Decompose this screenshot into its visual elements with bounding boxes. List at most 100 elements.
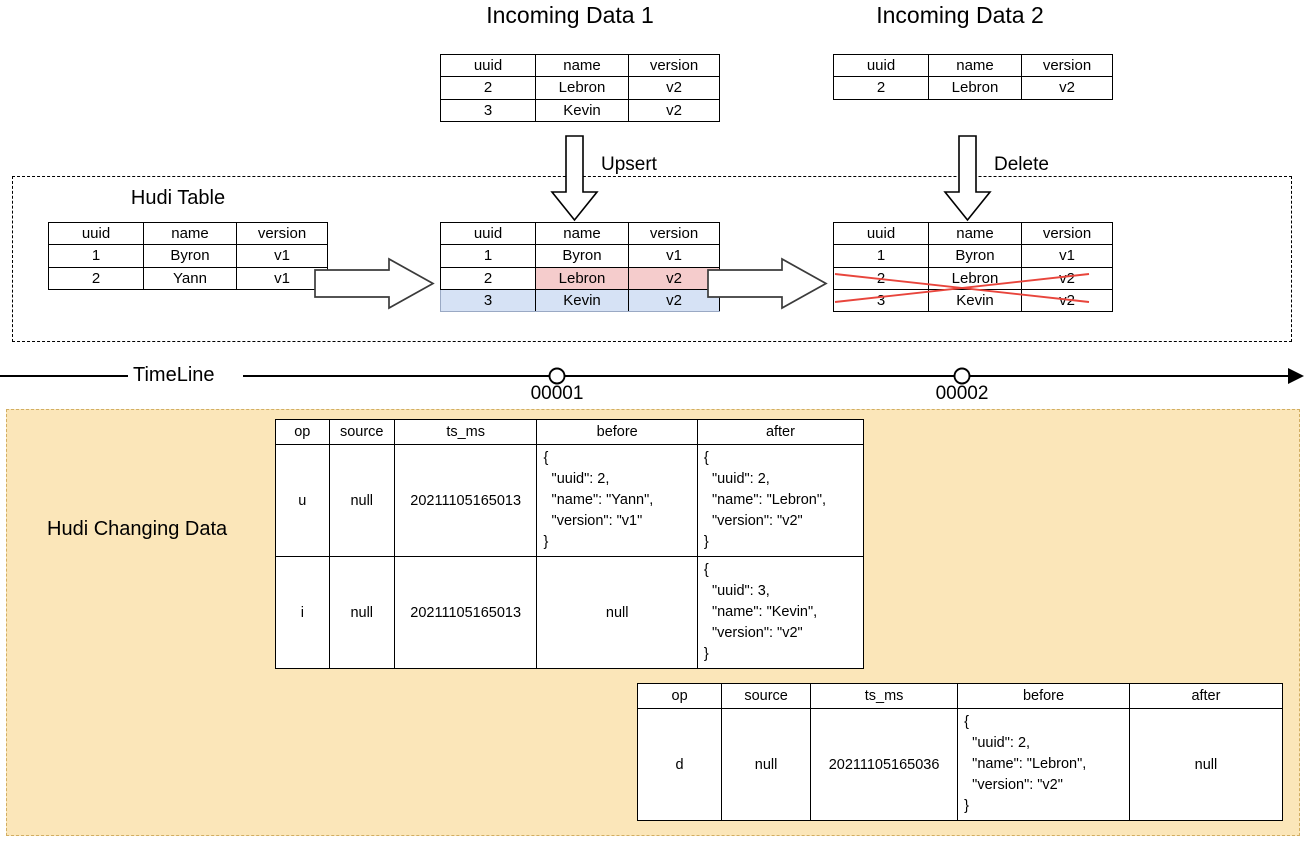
cell-ts-ms: 20211105165013	[393, 556, 538, 670]
cell-name: Kevin	[535, 98, 629, 122]
table-header-row: uuid name version	[833, 221, 1113, 246]
cell-op: i	[275, 556, 330, 670]
timeline-marker-label-00001: 00001	[530, 383, 584, 404]
timeline-label: TimeLine	[133, 364, 215, 386]
cell-uuid: 2	[48, 266, 144, 290]
cell-version: v2	[628, 288, 720, 313]
cell-uuid: 2	[833, 76, 929, 100]
cell-name: Kevin	[535, 288, 629, 313]
cdc-table-commit-00002: op source ts_ms before after d null 2021…	[636, 683, 1284, 822]
cell-after: null	[1128, 707, 1284, 822]
cell-name: Byron	[143, 244, 237, 268]
col-name: name	[928, 53, 1022, 78]
col-source: source	[328, 419, 395, 445]
cell-version: v2	[1021, 76, 1113, 100]
col-version: version	[1021, 53, 1113, 78]
col-uuid: uuid	[440, 221, 536, 246]
cell-name: Byron	[928, 244, 1022, 268]
cell-name: Lebron	[928, 76, 1022, 100]
cell-before: { "uuid": 2, "name": "Lebron", "version"…	[957, 707, 1130, 822]
transition-arrow-upsert	[314, 257, 435, 310]
deleted-row-cross-icon	[834, 273, 1090, 303]
cell-uuid: 1	[833, 244, 929, 268]
cell-uuid: 3	[440, 288, 536, 313]
cell-version: v2	[628, 76, 720, 100]
table-row: 2 Yann v1	[48, 266, 328, 290]
cell-before: null	[536, 556, 698, 670]
hudi-table-after-upsert: uuid name version 1 Byron v1 2 Lebron v2…	[440, 221, 720, 313]
cell-version: v2	[628, 266, 720, 290]
cell-uuid: 1	[440, 244, 536, 268]
table-row: 1 Byron v1	[833, 244, 1113, 268]
cell-name: Kevin	[928, 288, 1022, 313]
table-header-row: uuid name version	[48, 221, 328, 246]
incoming-data-1-title: Incoming Data 1	[486, 2, 654, 28]
table-row-inserted: 3 Kevin v2	[440, 288, 720, 313]
timeline-axis	[0, 367, 1304, 385]
table-row: u null 20211105165013 { "uuid": 2, "name…	[275, 443, 865, 558]
cell-after: { "uuid": 3, "name": "Kevin", "version":…	[696, 556, 865, 670]
cell-name: Byron	[535, 244, 629, 268]
cell-source: null	[328, 556, 395, 670]
col-source: source	[721, 683, 812, 709]
table-header-row: uuid name version	[833, 53, 1113, 78]
incoming-data-1-table: uuid name version 2 Lebron v2 3 Kevin v2	[440, 53, 720, 122]
col-name: name	[535, 221, 629, 246]
delete-connector	[943, 135, 992, 222]
table-header-row: op source ts_ms before after	[275, 419, 865, 445]
cell-ts-ms: 20211105165036	[810, 707, 959, 822]
col-before: before	[957, 683, 1130, 709]
cell-uuid: 1	[48, 244, 144, 268]
upsert-label: Upsert	[601, 154, 657, 175]
cell-name: Lebron	[535, 266, 629, 290]
incoming-data-2-table: uuid name version 2 Lebron v2	[833, 53, 1113, 100]
hudi-table-title: Hudi Table	[130, 187, 226, 209]
cell-uuid: 2	[440, 266, 536, 290]
table-row: 3 Kevin v2	[833, 288, 1113, 313]
table-row: i null 20211105165013 null { "uuid": 3, …	[275, 556, 865, 670]
cell-source: null	[328, 443, 395, 558]
col-before: before	[536, 419, 698, 445]
col-name: name	[535, 53, 629, 78]
table-row: 2 Lebron v2	[440, 76, 720, 100]
col-uuid: uuid	[48, 221, 144, 246]
cell-name: Lebron	[535, 76, 629, 100]
col-version: version	[628, 53, 720, 78]
cell-version: v1	[236, 266, 328, 290]
col-version: version	[1021, 221, 1113, 246]
col-ts-ms: ts_ms	[810, 683, 959, 709]
hudi-table-region	[12, 176, 1292, 342]
cell-version: v1	[1021, 244, 1113, 268]
col-uuid: uuid	[833, 221, 929, 246]
timeline-arrowhead	[1288, 368, 1304, 384]
transition-arrow-delete	[707, 257, 828, 310]
table-header-row: op source ts_ms before after	[636, 683, 1284, 709]
cell-version: v2	[628, 98, 720, 122]
col-uuid: uuid	[440, 53, 536, 78]
timeline-marker-00001	[548, 367, 566, 385]
table-row-updated: 2 Lebron v2	[440, 266, 720, 290]
col-after: after	[696, 419, 865, 445]
upsert-arrow	[550, 135, 599, 222]
table-row: 3 Kevin v2	[440, 98, 720, 122]
col-uuid: uuid	[833, 53, 929, 78]
cell-ts-ms: 20211105165013	[393, 443, 538, 558]
cell-version: v1	[236, 244, 328, 268]
cell-uuid: 3	[440, 98, 536, 122]
col-name: name	[928, 221, 1022, 246]
incoming-data-2-title: Incoming Data 2	[876, 2, 1044, 28]
cell-op: u	[275, 443, 330, 558]
cell-name: Yann	[143, 266, 237, 290]
upsert-connector	[550, 135, 599, 222]
col-version: version	[236, 221, 328, 246]
timeline-marker-label-00002: 00002	[935, 383, 989, 404]
table-row: 1 Byron v1	[440, 244, 720, 268]
cdc-table-commit-00001: op source ts_ms before after u null 2021…	[275, 419, 865, 670]
cell-source: null	[721, 707, 812, 822]
table-header-row: uuid name version	[440, 53, 720, 78]
col-op: op	[636, 683, 723, 709]
cell-op: d	[636, 707, 723, 822]
col-version: version	[628, 221, 720, 246]
table-row: 1 Byron v1	[48, 244, 328, 268]
col-after: after	[1128, 683, 1284, 709]
